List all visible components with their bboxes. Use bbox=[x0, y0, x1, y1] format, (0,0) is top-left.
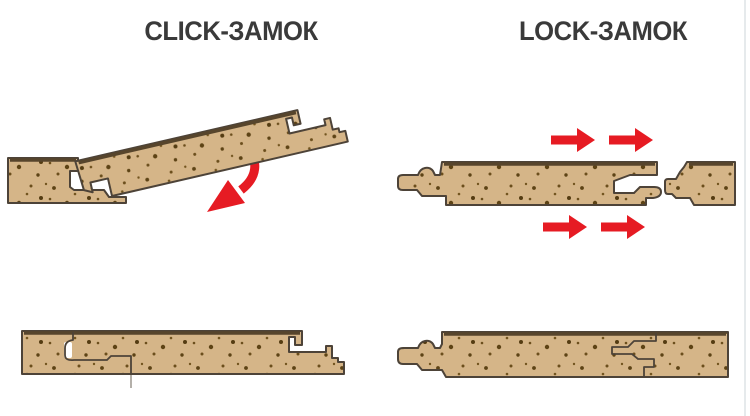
click-seam-line bbox=[64, 332, 132, 374]
lock-joint-assembling bbox=[397, 128, 736, 239]
joined-planks-lock bbox=[397, 331, 729, 378]
lock-plank-main bbox=[397, 161, 662, 206]
tilted-plank-top-band bbox=[78, 110, 297, 165]
click-joint-assembling bbox=[7, 109, 349, 212]
lock-joint-assembled bbox=[397, 331, 729, 378]
slide-right-arrow-icon bbox=[601, 215, 645, 239]
slide-right-arrow-icon bbox=[609, 128, 653, 152]
joined-planks-click bbox=[21, 330, 345, 375]
lock-plank-small bbox=[664, 161, 736, 206]
lock-lock-title: LOCK-ЗАМОК bbox=[518, 16, 688, 46]
click-lock-title: CLICK-ЗАМОК bbox=[144, 16, 318, 46]
image-edge-line bbox=[744, 0, 746, 416]
click-joint-assembled bbox=[21, 330, 345, 388]
slide-right-arrow-icon bbox=[551, 128, 595, 152]
slide-right-arrow-icon bbox=[543, 215, 587, 239]
tilted-plank bbox=[74, 109, 349, 197]
lock-seam-line bbox=[611, 333, 657, 377]
